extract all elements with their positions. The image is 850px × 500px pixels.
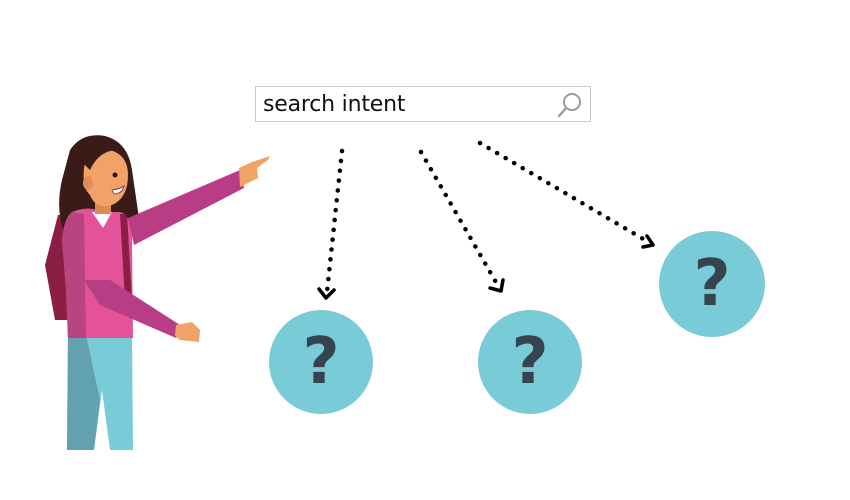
search-input[interactable]: search intent xyxy=(255,86,591,122)
intent-circle-1: ? xyxy=(269,310,373,414)
backpack-strap xyxy=(120,214,132,300)
ear xyxy=(83,176,93,190)
lower-arm xyxy=(84,280,180,338)
lower-hand xyxy=(175,322,200,342)
question-mark-icon: ? xyxy=(693,247,731,321)
mouth xyxy=(111,185,125,195)
search-query: search intent xyxy=(263,92,406,117)
eye xyxy=(112,172,118,178)
collar xyxy=(92,212,112,228)
hair-fringe xyxy=(80,141,123,170)
pants-shadow xyxy=(67,330,100,450)
arrowhead-icon xyxy=(317,287,336,300)
shirt-shadow xyxy=(62,212,86,338)
intent-circle-3: ? xyxy=(659,231,765,337)
pointing-hand xyxy=(239,156,270,187)
arrowhead-icon xyxy=(488,278,505,293)
question-mark-icon: ? xyxy=(302,325,340,399)
dotted-arrow-2 xyxy=(418,149,505,293)
intent-circle-2: ? xyxy=(478,310,582,414)
pointing-arm xyxy=(128,170,244,245)
magnifier-icon[interactable] xyxy=(557,91,583,119)
dotted-arrow-1 xyxy=(317,148,345,300)
dotted-arrow-3 xyxy=(477,140,655,249)
arrowhead-icon xyxy=(641,234,655,249)
question-mark-icon: ? xyxy=(511,325,549,399)
